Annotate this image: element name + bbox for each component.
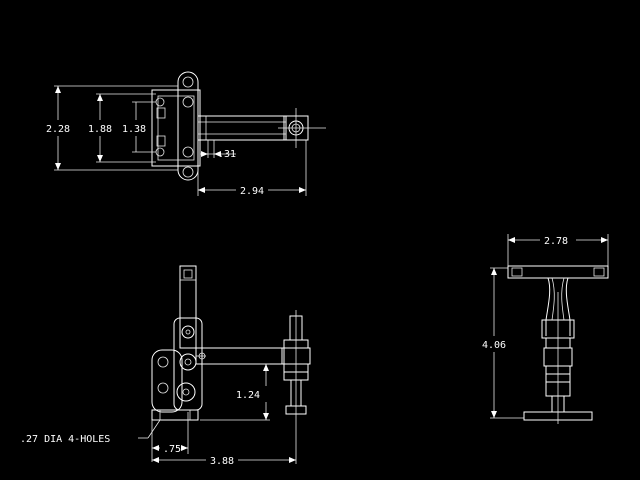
dim-0-31: .31: [218, 149, 236, 160]
top-view-hole: [182, 96, 194, 108]
side-view-body: [151, 349, 183, 413]
dim-0-75: .75: [163, 444, 181, 455]
top-view-arm: [197, 115, 287, 141]
top-view-lug: [156, 135, 166, 147]
top-view-body: [151, 89, 201, 167]
side-view-base: [151, 409, 199, 421]
side-view-handle: [179, 265, 197, 349]
dim-2-78: 2.78: [544, 236, 568, 247]
dim-1-88: 1.88: [88, 124, 112, 135]
top-view-hole: [182, 146, 194, 158]
top-view-clamp-bar: [177, 71, 199, 181]
hole-note: .27 DIA 4-HOLES: [20, 434, 110, 445]
dim-1-24: 1.24: [236, 390, 260, 401]
side-view-pivot: [176, 382, 196, 402]
dim-2-94: 2.94: [240, 186, 264, 197]
dim-4-06: 4.06: [482, 340, 506, 351]
dim-2-28: 2.28: [46, 124, 70, 135]
end-view-t-bar: [507, 265, 609, 279]
top-view-lug: [156, 107, 166, 119]
top-view-body-inner: [157, 95, 195, 161]
top-view-hole: [182, 166, 194, 178]
top-view-hole: [182, 76, 194, 88]
end-view: 2.78 4.06: [482, 234, 609, 424]
side-view-arm: [195, 347, 285, 365]
dim-1-38: 1.38: [122, 124, 146, 135]
top-view-pivot: [155, 147, 165, 157]
side-view-pivot: [181, 325, 195, 339]
dim-3-88: 3.88: [210, 456, 234, 467]
side-view: 1.24 .75 3.88 .27 DIA 4-HOLES: [20, 265, 311, 467]
top-view-pivot: [155, 97, 165, 107]
top-view: 2.28 1.88 1.38 .31 2.94: [46, 71, 326, 197]
